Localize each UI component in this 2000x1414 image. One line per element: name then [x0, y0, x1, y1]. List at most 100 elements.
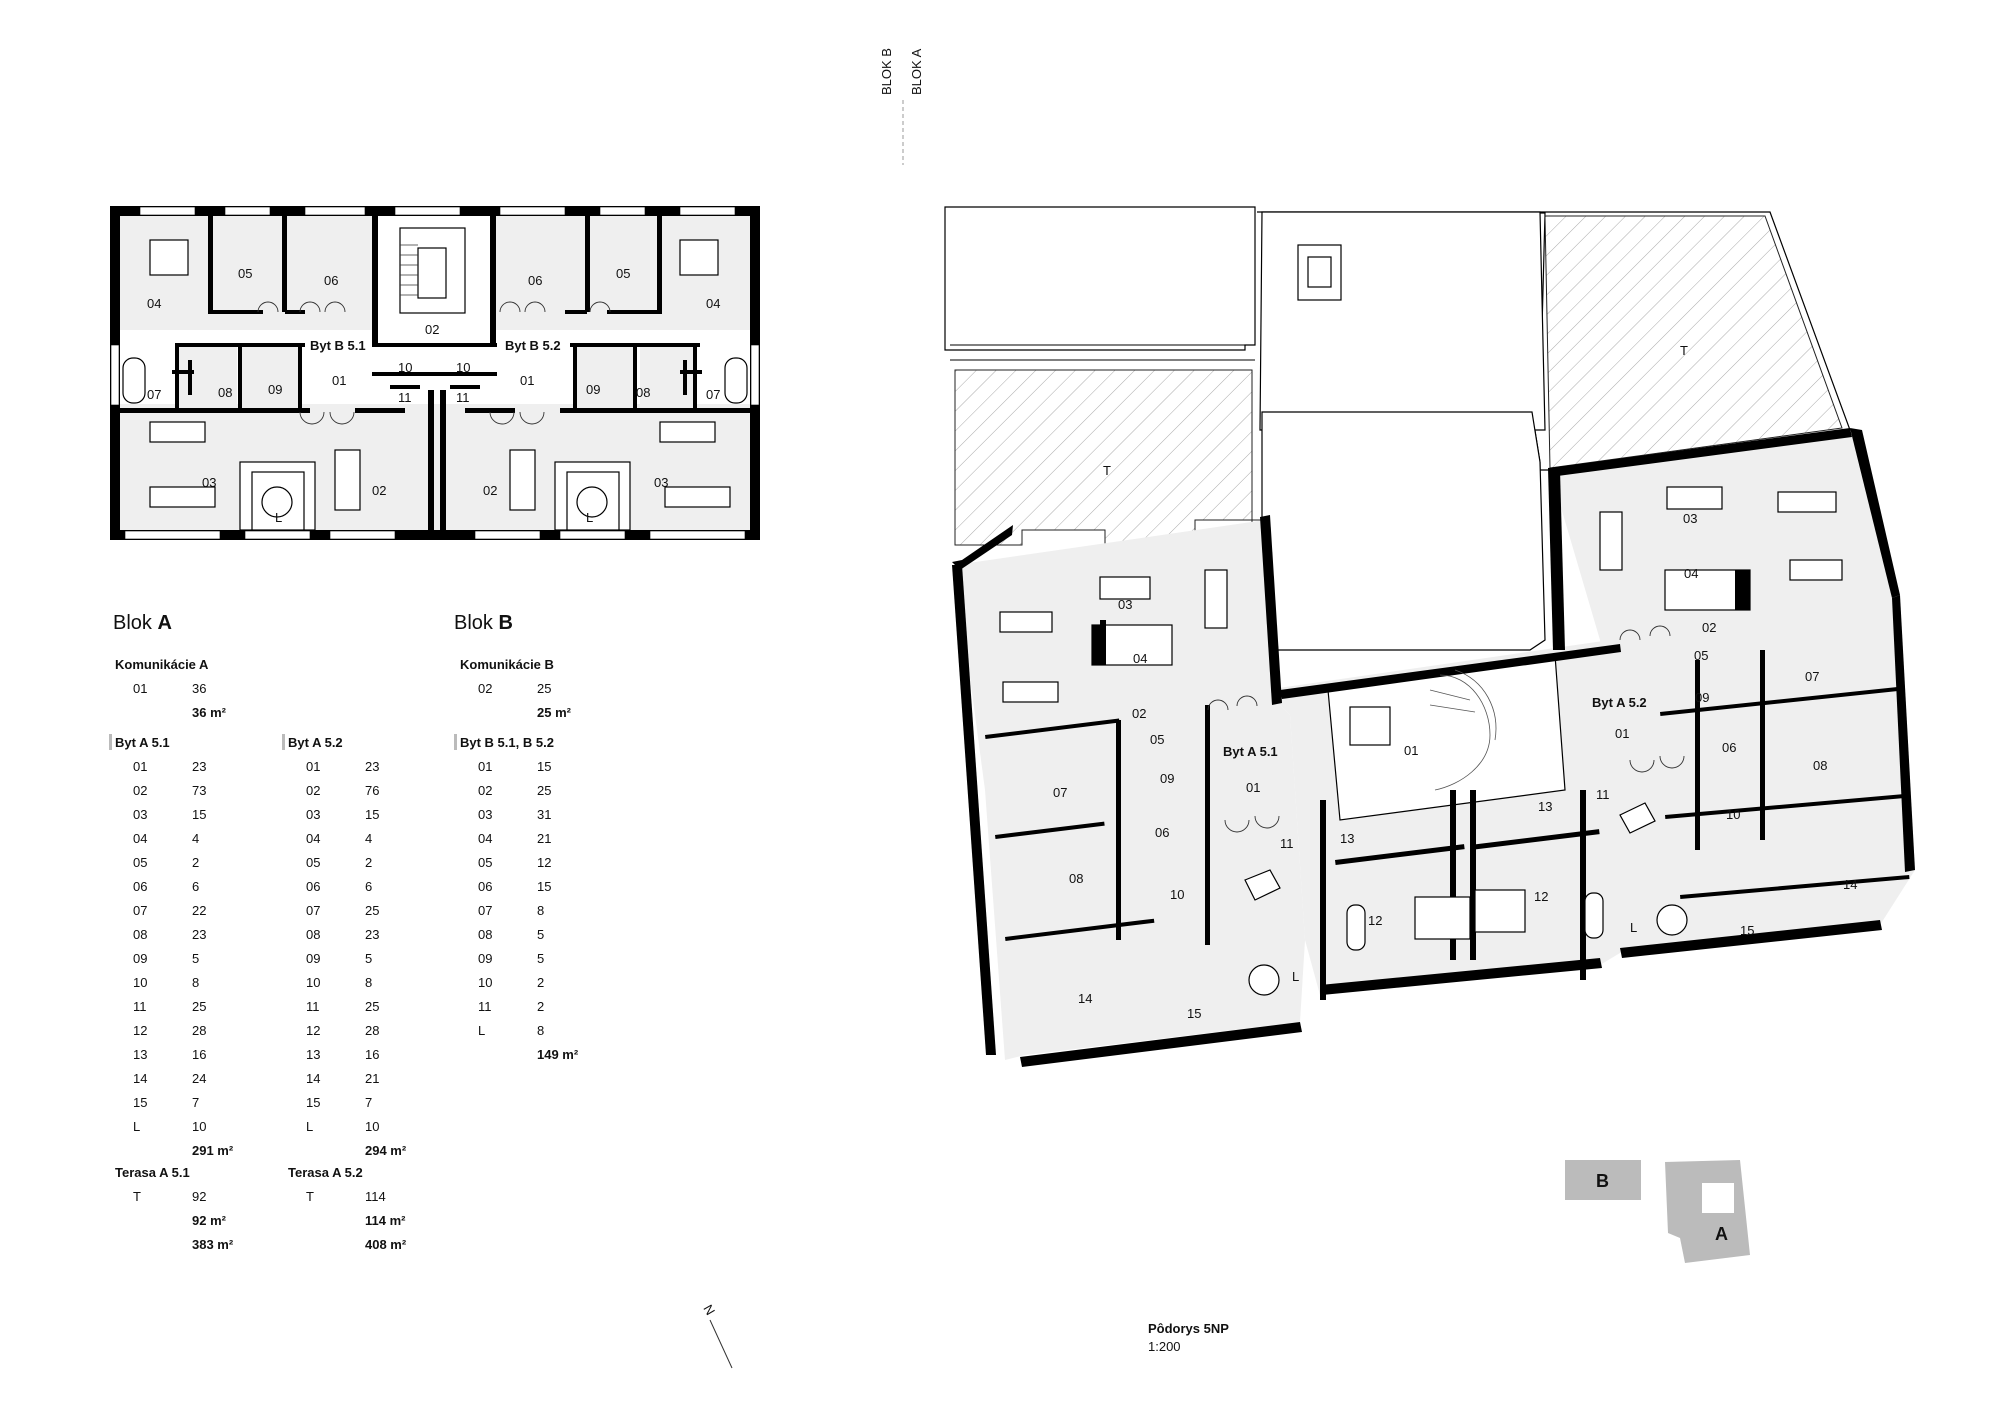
byt_a51-room-area: 16 — [192, 1047, 206, 1062]
section-divider: BLOK B BLOK A — [879, 48, 924, 165]
byt_a52-room-id: 01 — [306, 759, 320, 774]
byt_a51-room-area: 5 — [192, 951, 199, 966]
plan-title: Pôdorys 5NP — [1148, 1321, 1229, 1336]
key-plan: B A — [1565, 1160, 1750, 1263]
byt_a51-room-area: 23 — [192, 927, 206, 942]
a-room-t-left: T — [1103, 463, 1111, 478]
byt_a51-room-area: 23 — [192, 759, 206, 774]
byt_a52-room-id: 15 — [306, 1095, 320, 1110]
b-room-03-right: 03 — [654, 475, 668, 490]
byt_a51-room-id: 03 — [133, 807, 147, 822]
a-room-09-left: 09 — [1160, 771, 1174, 786]
key-block-b — [1565, 1160, 1641, 1200]
a-room-11-right: 11 — [1596, 787, 1610, 802]
byt_a51-room-area: 22 — [192, 903, 206, 918]
byt_a52-room-id: 07 — [306, 903, 320, 918]
a-room-12-right: 12 — [1534, 889, 1548, 904]
b-room-05-left: 05 — [238, 266, 252, 281]
byt_b-room-id: 03 — [478, 807, 492, 822]
a-room-09-right: 09 — [1695, 690, 1709, 705]
byt_b-room-area: 5 — [537, 951, 544, 966]
byt_a52-room-area: 28 — [365, 1023, 379, 1038]
b-room-08-right: 08 — [636, 385, 650, 400]
key-label-a: A — [1715, 1224, 1728, 1244]
byt_a52-room-id: L — [306, 1119, 313, 1134]
byt_a51-room-id: 04 — [133, 831, 147, 846]
a-room-13-right: 13 — [1538, 799, 1552, 814]
byt_a51-room-id: 11 — [133, 999, 147, 1014]
b-room-09-right: 09 — [586, 382, 600, 397]
terrace-top-left — [944, 206, 1256, 351]
b-room-11-right: 11 — [456, 390, 470, 405]
byt_a51-room-id: 06 — [133, 879, 147, 894]
b-room-07-right: 07 — [706, 387, 720, 402]
byt_a51-room-id: 08 — [133, 927, 147, 942]
plan-scale: 1:200 — [1148, 1339, 1181, 1354]
plan-blok-a: T T 03 04 02 05 09 06 07 08 14 15 10 01 … — [944, 206, 1915, 1067]
b-room-09-left: 09 — [268, 382, 282, 397]
byt_a51-room-area: 10 — [192, 1119, 206, 1134]
byt_a51-room-id: 10 — [133, 975, 147, 990]
byt_a52-room-id: 02 — [306, 783, 320, 798]
byt_a52-room-area: 21 — [365, 1071, 379, 1086]
a-room-01-right: 01 — [1615, 726, 1629, 741]
byt_b-room-id: 06 — [478, 879, 492, 894]
north-label: N — [700, 1302, 718, 1318]
byt_a51-title: Byt A 5.1 — [115, 735, 170, 750]
byt_b-room-area: 8 — [537, 1023, 544, 1038]
byt_a52-room-id: 04 — [306, 831, 320, 846]
terrace-t2-hatched — [1544, 215, 1843, 469]
byt_a52-room-area: 10 — [365, 1119, 379, 1134]
byt_a52-room-id: 11 — [306, 999, 320, 1014]
byt_a51-room-id: L — [133, 1119, 140, 1134]
terasa_a51-room-id: T — [133, 1189, 141, 1204]
terasa_a51-total: 92 m² — [192, 1213, 227, 1228]
terasa_a52-grand-total: 408 m² — [365, 1237, 407, 1252]
byt_b-room-area: 2 — [537, 975, 544, 990]
divider-label-b: BLOK B — [879, 48, 894, 95]
terasa_a52-room-area: 114 — [365, 1189, 386, 1204]
byt_a51-room-id: 05 — [133, 855, 147, 870]
byt_b-room-area: 21 — [537, 831, 551, 846]
byt_b-room-id: 02 — [478, 783, 492, 798]
b-room-08-left: 08 — [218, 385, 232, 400]
a-room-l-left: L — [1292, 969, 1299, 984]
a-room-08-left: 08 — [1069, 871, 1083, 886]
komunikacie-total: 25 m² — [537, 705, 572, 720]
byt_a51-room-id: 09 — [133, 951, 147, 966]
byt_b-room-area: 8 — [537, 903, 544, 918]
b-room-03-left: 03 — [202, 475, 216, 490]
b-room-04-right: 04 — [706, 296, 720, 311]
byt_a52-room-area: 2 — [365, 855, 372, 870]
byt_a52-room-area: 23 — [365, 927, 379, 942]
key-label-b: B — [1596, 1171, 1609, 1191]
a-room-15-left: 15 — [1187, 1006, 1201, 1021]
byt_a51-room-id: 12 — [133, 1023, 147, 1038]
byt_a52-room-id: 12 — [306, 1023, 320, 1038]
byt_b-room-area: 15 — [537, 879, 551, 894]
byt_a51-room-id: 02 — [133, 783, 147, 798]
byt_a51-room-area: 8 — [192, 975, 199, 990]
a-room-03-left: 03 — [1118, 597, 1132, 612]
b-room-11-left: 11 — [398, 390, 412, 405]
a-room-15-right: 15 — [1740, 923, 1754, 938]
byt_b-room-area: 25 — [537, 783, 551, 798]
a-room-06-right: 06 — [1722, 740, 1736, 755]
byt_b-room-id: 01 — [478, 759, 492, 774]
byt_a51-room-id: 13 — [133, 1047, 147, 1062]
b-room-06-right: 06 — [528, 273, 542, 288]
byt_a52-room-id: 13 — [306, 1047, 320, 1062]
byt_a52-room-area: 25 — [365, 999, 379, 1014]
byt_a51-room-area: 7 — [192, 1095, 199, 1110]
terasa_a52-total: 114 m² — [365, 1213, 406, 1228]
b-room-04-left: 04 — [147, 296, 161, 311]
byt_a52-room-id: 14 — [306, 1071, 320, 1086]
terasa_a52-title: Terasa A 5.2 — [288, 1165, 363, 1180]
a-room-08-right: 08 — [1813, 758, 1827, 773]
plan-blok-b: 04 05 06 07 08 09 01 10 11 03 02 L 06 05… — [110, 206, 760, 540]
byt_b-room-id: 08 — [478, 927, 492, 942]
byt_a52-title: Byt A 5.2 — [288, 735, 343, 750]
byt_a51-room-area: 2 — [192, 855, 199, 870]
komunikacie-title: Komunikácie A — [115, 657, 209, 672]
